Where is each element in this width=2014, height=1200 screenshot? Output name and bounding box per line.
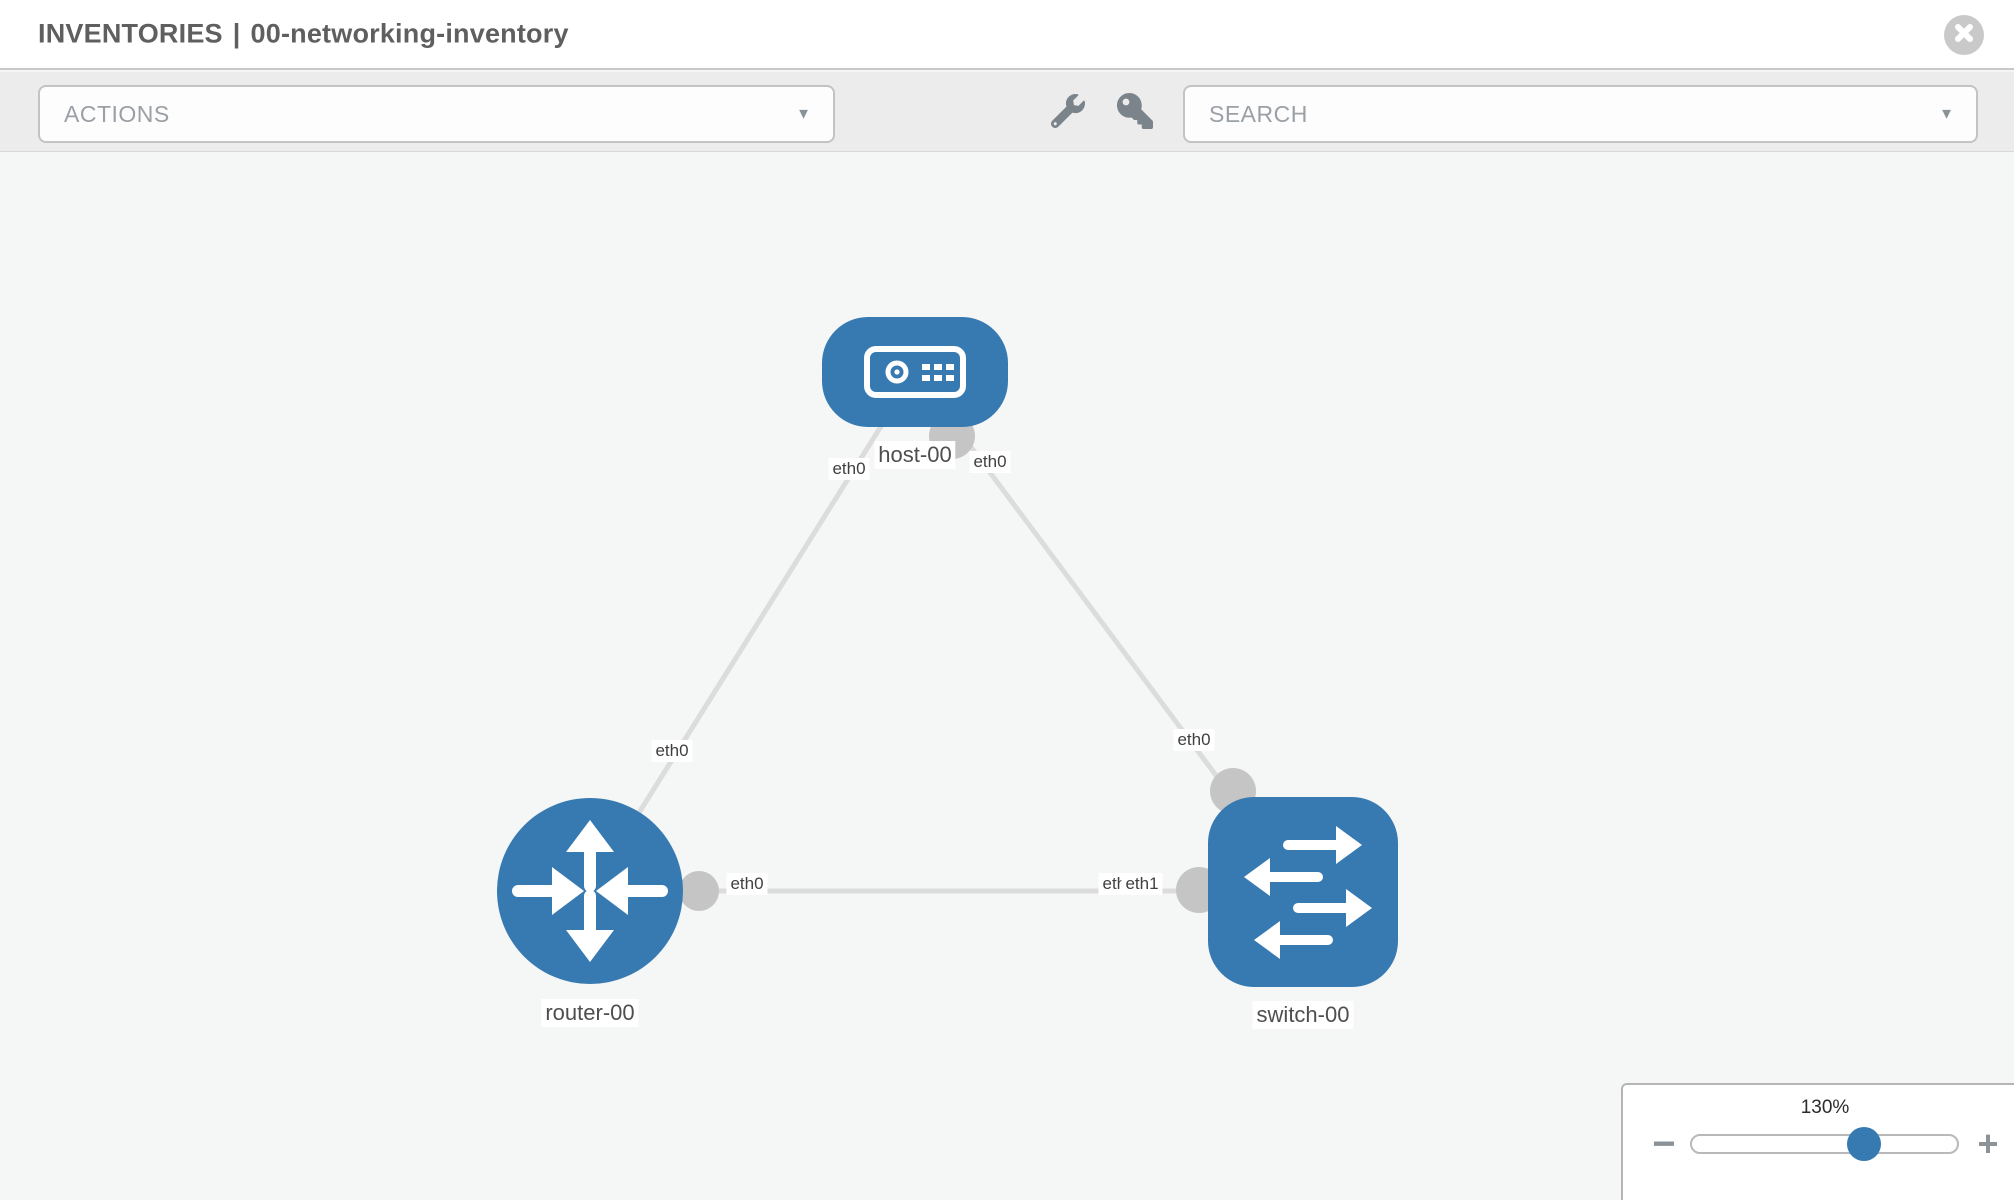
interface-label: eth0 (726, 873, 768, 895)
zoom-out-button[interactable]: − (1652, 1122, 1676, 1166)
wrench-icon (1050, 93, 1085, 133)
chevron-down-icon: ▼ (796, 105, 811, 123)
tools-button[interactable] (1049, 93, 1087, 133)
server-icon (864, 346, 966, 398)
zoom-in-button[interactable]: + (1977, 1123, 1999, 1164)
node-router-00[interactable] (497, 798, 683, 984)
title-separator: | (232, 18, 241, 49)
page-header: INVENTORIES | 00-networking-inventory (0, 0, 2014, 70)
interface-label-clipped: eth0 (1098, 873, 1126, 895)
chevron-down-icon: ▼ (1939, 105, 1954, 123)
inventory-name: 00-networking-inventory (250, 18, 569, 49)
interface-label: eth0 (1173, 729, 1215, 751)
zoom-slider[interactable] (1690, 1134, 1959, 1154)
interface-connector-router (679, 871, 719, 911)
close-icon (1954, 23, 1974, 48)
close-button[interactable] (1944, 15, 1984, 55)
zoom-level: 130% (1800, 1097, 1850, 1118)
zoom-panel: 130% − + (1621, 1083, 2014, 1200)
search-dropdown-label: SEARCH (1209, 100, 1308, 127)
node-label-host: host-00 (874, 441, 956, 469)
actions-dropdown-label: ACTIONS (64, 100, 170, 127)
interface-label: eth0 (651, 740, 693, 762)
node-switch-00[interactable] (1208, 797, 1398, 987)
actions-dropdown[interactable]: ACTIONS ▼ (38, 85, 835, 143)
node-label-switch: switch-00 (1252, 1001, 1354, 1029)
search-dropdown[interactable]: SEARCH ▼ (1183, 85, 1978, 143)
interface-label: eth0 (828, 458, 870, 480)
credentials-button[interactable] (1116, 92, 1154, 134)
interface-label: eth0 (969, 451, 1011, 473)
zoom-slider-handle[interactable] (1847, 1127, 1881, 1161)
node-host-00[interactable] (822, 317, 1008, 427)
key-icon (1117, 92, 1153, 134)
toolbar: ACTIONS ▼ SEARCH ▼ (0, 72, 2014, 152)
breadcrumb-inventories[interactable]: INVENTORIES (38, 18, 223, 49)
router-icon (512, 820, 668, 962)
topology-canvas[interactable]: host-00 eth0 eth0 eth0 eth0 eth0 eth0 et… (0, 153, 2014, 1200)
page-title: INVENTORIES | 00-networking-inventory (38, 19, 569, 50)
node-label-router: router-00 (541, 999, 639, 1027)
switch-icon (1244, 826, 1372, 959)
interface-label: eth1 (1121, 873, 1163, 895)
